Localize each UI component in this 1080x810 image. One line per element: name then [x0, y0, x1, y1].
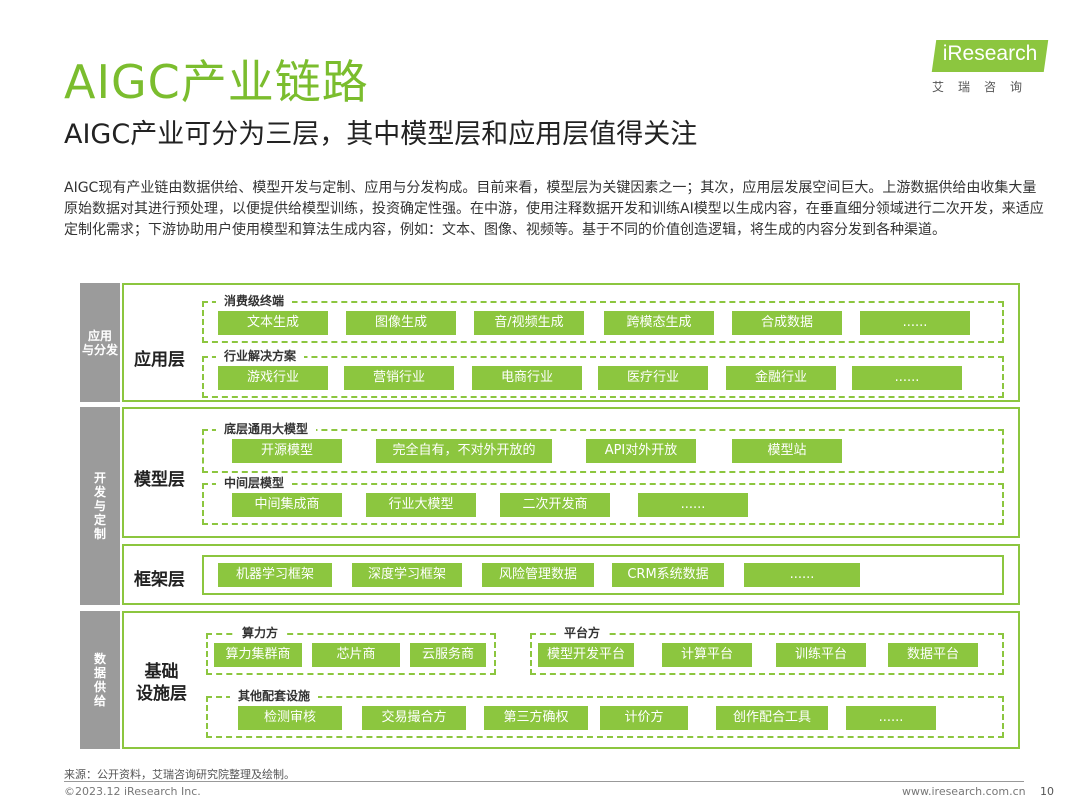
copyright: ©2023.12 iResearch Inc.	[64, 785, 201, 798]
page-number: 10	[1040, 785, 1054, 798]
chip-synthetic-data: 合成数据	[732, 311, 842, 335]
compute-group: 算力方 算力集群商 芯片商 云服务商	[206, 625, 496, 675]
middle-model-group: 中间层模型 中间集成商 行业大模型 二次开发商 ......	[202, 475, 1004, 525]
side-label-development: 开 发 与 定 制	[80, 407, 120, 605]
chip-more: ......	[638, 493, 748, 517]
chip-more: ......	[744, 563, 860, 587]
base-model-title: 底层通用大模型	[216, 421, 317, 437]
industry-solution-group: 行业解决方案 游戏行业 营销行业 电商行业 医疗行业 金融行业 ......	[202, 348, 1004, 398]
application-layer: 应用层 消费级终端 文本生成 图像生成 音/视频生成 跨模态生成 合成数据 ..…	[122, 283, 1020, 402]
chip-chip-maker: 芯片商	[312, 643, 400, 667]
footer-divider	[64, 781, 1024, 782]
chip-ecommerce: 电商行业	[472, 366, 582, 390]
other-facilities-group: 其他配套设施 检测审核 交易撮合方 第三方确权 计价方 创作配合工具 .....…	[206, 688, 1004, 738]
chip-audio-video-generation: 音/视频生成	[474, 311, 584, 335]
platform-group: 平台方 模型开发平台 计算平台 训练平台 数据平台	[530, 625, 1004, 675]
framework-layer: 框架层 机器学习框架 深度学习框架 风险管理数据 CRM系统数据 ......	[122, 544, 1020, 605]
side-label-application: 应用 与分发	[80, 283, 120, 402]
compute-title: 算力方	[234, 625, 287, 641]
iresearch-logo: iResearch 艾瑞咨询	[930, 38, 1052, 98]
chip-more: ......	[860, 311, 970, 335]
chip-text-generation: 文本生成	[218, 311, 328, 335]
chip-more: ......	[852, 366, 962, 390]
chip-model-hub: 模型站	[732, 439, 842, 463]
chip-machine-learning-framework: 机器学习框架	[218, 563, 332, 587]
chip-api-open: API对外开放	[586, 439, 696, 463]
chip-middle-integrator: 中间集成商	[232, 493, 342, 517]
chip-crm-data: CRM系统数据	[612, 563, 724, 587]
model-layer-label: 模型层	[134, 470, 185, 490]
side-label-data-text: 数 据 供 给	[93, 652, 106, 708]
chip-industry-large-model: 行业大模型	[366, 493, 476, 517]
chip-proprietary-model: 完全自有，不对外开放的	[376, 439, 552, 463]
chip-data-platform: 数据平台	[888, 643, 978, 667]
chip-finance: 金融行业	[726, 366, 836, 390]
application-layer-label: 应用层	[134, 350, 185, 370]
chip-open-source-model: 开源模型	[232, 439, 342, 463]
logo-cn-name: 艾瑞咨询	[932, 80, 1037, 94]
chip-image-generation: 图像生成	[346, 311, 456, 335]
chip-cloud-service: 云服务商	[410, 643, 486, 667]
base-model-group: 底层通用大模型 开源模型 完全自有，不对外开放的 API对外开放 模型站	[202, 421, 1004, 473]
chip-cross-modal-generation: 跨模态生成	[604, 311, 714, 335]
side-label-data: 数 据 供 给	[80, 611, 120, 749]
chip-marketing: 营销行业	[344, 366, 454, 390]
infrastructure-layer-label: 基础 设施层	[136, 662, 187, 704]
chip-compute-cluster: 算力集群商	[214, 643, 302, 667]
page-subtitle: AIGC产业可分为三层，其中模型层和应用层值得关注	[64, 119, 698, 150]
other-facilities-title: 其他配套设施	[230, 688, 319, 704]
side-label-application-text: 应用 与分发	[81, 328, 118, 357]
chip-gaming: 游戏行业	[218, 366, 328, 390]
chip-compute-platform: 计算平台	[662, 643, 752, 667]
chip-pricing: 计价方	[600, 706, 688, 730]
chip-model-dev-platform: 模型开发平台	[538, 643, 634, 667]
logo-brand: iResearch	[942, 42, 1038, 65]
chip-risk-management-data: 风险管理数据	[482, 563, 594, 587]
intro-paragraph: AIGC现有产业链由数据供给、模型开发与定制、应用与分发构成。目前来看，模型层为…	[64, 180, 1044, 238]
chip-more: ......	[846, 706, 936, 730]
website-link[interactable]: www.iresearch.com.cn	[902, 785, 1026, 798]
consumer-terminal-group: 消费级终端 文本生成 图像生成 音/视频生成 跨模态生成 合成数据 ......	[202, 293, 1004, 343]
page-title: AIGC产业链路	[64, 55, 369, 109]
chip-deep-learning-framework: 深度学习框架	[352, 563, 462, 587]
source-note: 来源：公开资料，艾瑞咨询研究院整理及绘制。	[64, 768, 295, 781]
chip-trade-matching: 交易撮合方	[362, 706, 466, 730]
framework-group: 机器学习框架 深度学习框架 风险管理数据 CRM系统数据 ......	[202, 555, 1004, 595]
chip-inspection-review: 检测审核	[238, 706, 342, 730]
chip-secondary-developer: 二次开发商	[500, 493, 610, 517]
infrastructure-layer: 基础 设施层 算力方 算力集群商 芯片商 云服务商 平台方 模型开发平台 计算平…	[122, 611, 1020, 749]
side-label-development-text: 开 发 与 定 制	[93, 471, 106, 541]
chip-medical: 医疗行业	[598, 366, 708, 390]
chip-creative-tools: 创作配合工具	[716, 706, 828, 730]
framework-layer-label: 框架层	[134, 570, 185, 590]
chip-third-party-rights: 第三方确权	[484, 706, 588, 730]
consumer-terminal-title: 消费级终端	[216, 293, 293, 309]
chip-training-platform: 训练平台	[776, 643, 866, 667]
middle-model-title: 中间层模型	[216, 475, 293, 491]
model-layer: 模型层 底层通用大模型 开源模型 完全自有，不对外开放的 API对外开放 模型站…	[122, 407, 1020, 538]
platform-title: 平台方	[556, 625, 609, 641]
industry-solution-title: 行业解决方案	[216, 348, 305, 364]
